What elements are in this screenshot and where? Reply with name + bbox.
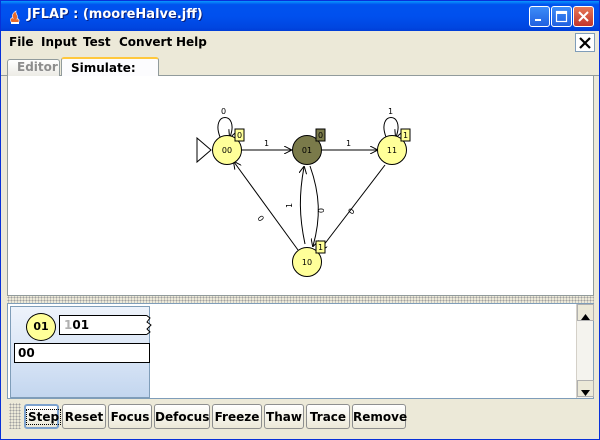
- maximize-button[interactable]: [551, 6, 572, 27]
- title-bar[interactable]: JFLAP : (mooreHalve.jff): [1, 1, 599, 31]
- transition-00-00[interactable]: [217, 117, 232, 138]
- state-output-box: [315, 128, 326, 142]
- menu-bar: File Input Test Convert Help: [1, 31, 599, 54]
- menu-convert[interactable]: Convert: [119, 35, 173, 49]
- initial-state-arrow: [196, 136, 212, 164]
- label-01-10: 0: [316, 208, 325, 213]
- vertical-scrollbar[interactable]: [576, 304, 594, 398]
- svg-text:00: 00: [222, 146, 232, 155]
- transition-01-10[interactable]: [309, 165, 319, 246]
- transition-11-11[interactable]: [383, 117, 398, 138]
- input-tape: 101: [59, 315, 152, 335]
- svg-text:0: 0: [237, 131, 242, 140]
- maximize-icon: [555, 10, 568, 23]
- arrow-down-icon: [581, 390, 590, 396]
- label-11-11: 1: [388, 107, 393, 116]
- tab-strip: Editor Simulate: 101: [1, 54, 599, 89]
- tab-editor[interactable]: Editor: [7, 59, 60, 76]
- menu-file[interactable]: File: [9, 35, 34, 49]
- simulation-toolbar: Step Reset Focus Defocus Freeze Thaw Tra…: [7, 401, 594, 433]
- trace-button[interactable]: Trace: [306, 404, 350, 429]
- minimize-icon: [535, 19, 541, 21]
- menu-test[interactable]: Test: [83, 35, 111, 49]
- jflap-app-icon: [10, 10, 20, 24]
- state-11[interactable]: 11 1: [377, 128, 411, 165]
- menu-input[interactable]: Input: [41, 35, 77, 49]
- tape-consumed: 1: [64, 318, 73, 332]
- automaton-diagram[interactable]: 0 1 1 1 0 1 0 0 00 0 01 0 11: [8, 76, 595, 296]
- thaw-button[interactable]: Thaw: [264, 404, 304, 429]
- state-output-box: [234, 128, 245, 142]
- split-pane-divider[interactable]: [7, 296, 594, 303]
- window-title: JFLAP : (mooreHalve.jff): [27, 7, 203, 22]
- arrow-up-icon: [581, 314, 590, 320]
- tab-simulate[interactable]: Simulate: 101: [61, 57, 159, 89]
- config-state: 01: [26, 313, 56, 341]
- close-icon: [578, 11, 589, 22]
- svg-text:1: 1: [403, 131, 408, 140]
- label-11-10: 0: [346, 207, 356, 217]
- svg-text:1: 1: [318, 243, 323, 252]
- toolbar-grip[interactable]: [9, 403, 21, 429]
- reset-button[interactable]: Reset: [62, 404, 106, 429]
- automaton-canvas[interactable]: 0 1 1 1 0 1 0 0 00 0 01 0 11: [7, 76, 594, 296]
- scroll-down-button[interactable]: [577, 380, 594, 397]
- freeze-button[interactable]: Freeze: [212, 404, 262, 429]
- state-10[interactable]: 10 1: [292, 240, 326, 277]
- close-icon: [579, 37, 591, 49]
- state-01[interactable]: 01 0: [292, 128, 326, 165]
- label-10-00: 0: [255, 214, 265, 223]
- transition-11-10[interactable]: [320, 164, 386, 250]
- svg-text:10: 10: [302, 258, 312, 267]
- focus-button[interactable]: Focus: [108, 404, 152, 429]
- transition-10-00[interactable]: [234, 162, 299, 251]
- configuration-box[interactable]: 01 101 00: [10, 306, 152, 398]
- tape-torn-edge-icon: [146, 315, 152, 335]
- state-output-box: [315, 240, 326, 254]
- label-00-00: 0: [221, 107, 226, 116]
- state-00[interactable]: 00 0: [212, 128, 245, 165]
- label-01-11: 1: [346, 139, 351, 148]
- minimize-button[interactable]: [529, 6, 550, 27]
- step-button[interactable]: Step: [24, 404, 62, 429]
- svg-text:11: 11: [387, 146, 397, 155]
- menu-help[interactable]: Help: [176, 35, 207, 49]
- defocus-button[interactable]: Defocus: [154, 404, 210, 429]
- close-window-button[interactable]: [573, 6, 594, 27]
- tape-remaining: 01: [72, 318, 90, 332]
- output-tape: 00: [14, 343, 150, 363]
- transition-10-01[interactable]: [300, 167, 305, 245]
- state-output-box: [400, 128, 411, 142]
- label-10-01: 1: [285, 203, 294, 208]
- svg-text:01: 01: [302, 146, 312, 155]
- scroll-up-button[interactable]: [577, 304, 594, 321]
- label-00-01: 1: [264, 139, 269, 148]
- svg-text:0: 0: [318, 131, 323, 140]
- remove-button[interactable]: Remove: [352, 404, 407, 429]
- close-tab-button[interactable]: [575, 33, 595, 52]
- configuration-panel: 01 101 00: [7, 303, 594, 399]
